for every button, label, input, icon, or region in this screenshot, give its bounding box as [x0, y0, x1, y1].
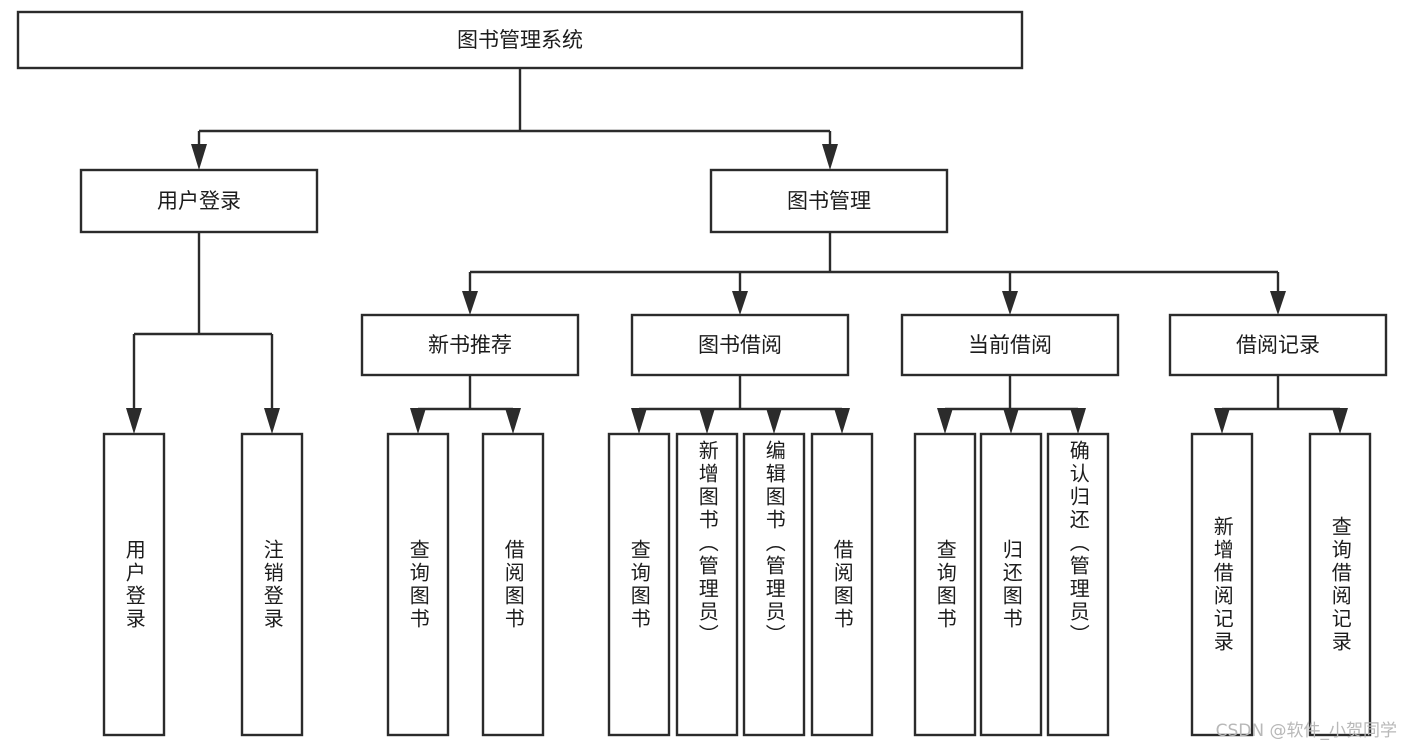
- node-borrow-record-box[interactable]: [1168, 313, 1388, 377]
- arrow-to-new-book-recommend: [462, 291, 478, 315]
- watermark-text: CSDN @软件_小贺同学: [1215, 721, 1397, 741]
- node-root[interactable]: 图书管理系统: [16, 10, 1024, 70]
- connector-recommend-to-leaves: [410, 375, 521, 434]
- arrow-to-user-login: [191, 144, 207, 170]
- arrow-to-borrow-record: [1270, 291, 1286, 315]
- leaf-box-return-book[interactable]: [979, 432, 1043, 737]
- arrow-to-leaf-edit-book: [766, 408, 782, 434]
- leaf-box-query-record[interactable]: [1308, 432, 1372, 737]
- node-current-borrow[interactable]: 当前借阅: [900, 313, 1120, 377]
- arrow-to-leaf-query-record: [1332, 408, 1348, 434]
- node-user-login[interactable]: 用户登录: [79, 168, 319, 234]
- arrow-to-leaf-logout: [264, 408, 280, 434]
- leaf-box-logout[interactable]: [240, 432, 304, 737]
- arrow-to-book-manage: [822, 144, 838, 170]
- arrow-to-book-borrow: [732, 291, 748, 315]
- arrow-to-current-borrow: [1002, 291, 1018, 315]
- leaf-box-confirm-return[interactable]: [1046, 432, 1110, 737]
- arrow-to-leaf-query-book-3: [937, 408, 953, 434]
- node-new-book-recommend-box[interactable]: [360, 313, 580, 377]
- leaf-box-add-record[interactable]: [1190, 432, 1254, 737]
- arrow-to-leaf-confirm-return: [1070, 408, 1086, 434]
- node-book-manage[interactable]: 图书管理: [709, 168, 949, 234]
- leaf-box-query-book-3[interactable]: [913, 432, 977, 737]
- connector-borrow-to-leaves: [631, 375, 850, 434]
- leaf-box-edit-book[interactable]: [742, 432, 806, 737]
- connector-root-to-level2: [191, 68, 838, 170]
- node-current-borrow-label: 当前借阅: [968, 333, 1052, 357]
- arrow-to-leaf-borrow-book-2: [834, 408, 850, 434]
- node-current-borrow-box[interactable]: [900, 313, 1120, 377]
- arrow-to-leaf-query-book-1: [410, 408, 426, 434]
- node-book-borrow[interactable]: 图书借阅: [630, 313, 850, 377]
- node-borrow-record[interactable]: 借阅记录: [1168, 313, 1388, 377]
- node-new-book-recommend[interactable]: 新书推荐: [360, 313, 580, 377]
- connector-record-to-leaves: [1214, 375, 1348, 434]
- arrow-to-leaf-add-record: [1214, 408, 1230, 434]
- leaf-box-query-book-2[interactable]: [607, 432, 671, 737]
- node-root-label: 图书管理系统: [457, 28, 583, 52]
- arrow-to-leaf-user-login: [126, 408, 142, 434]
- leaf-box-borrow-book-2[interactable]: [810, 432, 874, 737]
- node-root-box[interactable]: [16, 10, 1024, 70]
- leaf-boxes: [102, 432, 1372, 737]
- leaf-box-borrow-book-1[interactable]: [481, 432, 545, 737]
- leaf-box-add-book[interactable]: [675, 432, 739, 737]
- connector-bookmanage-to-level3: [462, 232, 1286, 315]
- node-book-manage-box[interactable]: [709, 168, 949, 234]
- leaf-box-query-book-1[interactable]: [386, 432, 450, 737]
- arrow-to-leaf-add-book: [699, 408, 715, 434]
- node-user-login-label: 用户登录: [157, 189, 241, 213]
- connector-userlogin-to-leaves: [126, 232, 280, 434]
- node-user-login-box[interactable]: [79, 168, 319, 234]
- node-book-borrow-box[interactable]: [630, 313, 850, 377]
- node-new-book-recommend-label: 新书推荐: [428, 333, 512, 357]
- node-book-borrow-label: 图书借阅: [698, 333, 782, 357]
- arrow-to-leaf-query-book-2: [631, 408, 647, 434]
- node-book-manage-label: 图书管理: [787, 189, 871, 213]
- arrow-to-leaf-return-book: [1003, 408, 1019, 434]
- connector-current-to-leaves: [937, 375, 1086, 434]
- leaf-box-user-login[interactable]: [102, 432, 166, 737]
- arrow-to-leaf-borrow-book-1: [505, 408, 521, 434]
- node-borrow-record-label: 借阅记录: [1236, 333, 1320, 357]
